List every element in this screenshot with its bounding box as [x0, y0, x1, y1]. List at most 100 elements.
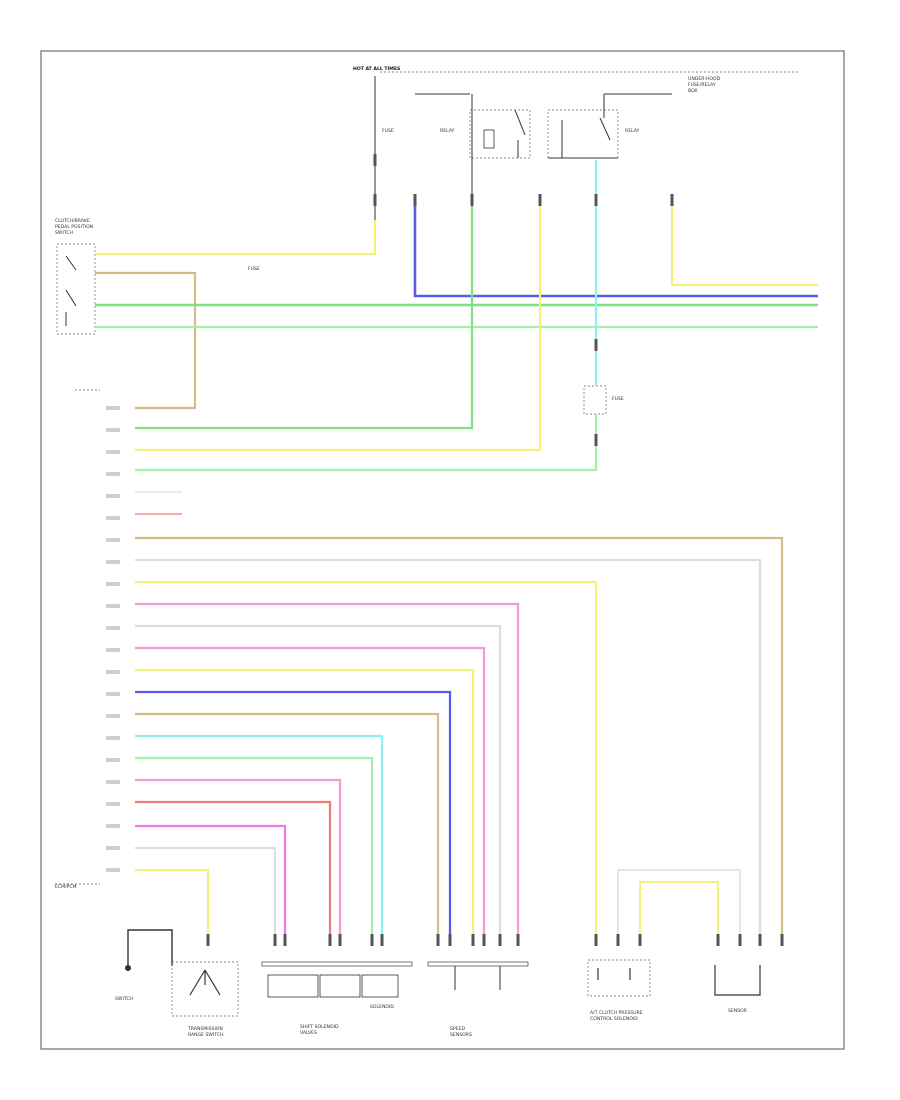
terminal-id	[106, 406, 120, 410]
sensor-7: SENSOR	[714, 965, 761, 1014]
svg-text:CONTROL SOLENOID: CONTROL SOLENOID	[590, 1016, 638, 1022]
connector-pin-top	[373, 154, 377, 166]
wire-11	[135, 536, 784, 940]
connector-pin-bottom	[716, 934, 720, 946]
wire-group	[95, 154, 818, 946]
wire-23	[135, 800, 332, 940]
terminal-id	[106, 736, 120, 740]
connector-pin-bottom	[516, 934, 520, 946]
svg-text:SOLENOID: SOLENOID	[370, 1004, 394, 1010]
terminal-id	[106, 472, 120, 476]
terminal-id	[106, 516, 120, 520]
wire-21	[135, 756, 374, 940]
connector-pin-bottom	[328, 934, 332, 946]
connector-pin-bottom	[738, 934, 742, 946]
connector-pin-bottom	[780, 934, 784, 946]
sensor-3: SHIFT SOLENOID VALVES	[261, 961, 413, 1036]
wire-25	[135, 846, 277, 940]
wire-1	[95, 220, 377, 256]
terminal-id	[106, 714, 120, 718]
ecm-label: ECM/PCM	[55, 884, 77, 890]
connector-pin-top	[538, 194, 542, 206]
wire-24	[135, 824, 287, 940]
svg-text:SENSORS: SENSORS	[450, 1032, 472, 1038]
fuse-label-top: FUSE	[382, 128, 394, 134]
connector-pin-top	[373, 194, 377, 206]
connector-pin-bottom	[283, 934, 287, 946]
wire-2	[95, 271, 197, 410]
svg-text:VALVES: VALVES	[300, 1030, 317, 1036]
terminal-id	[106, 626, 120, 630]
connector-pin-bottom	[471, 934, 475, 946]
wire-22	[135, 778, 342, 940]
wire-10	[135, 414, 598, 472]
wire-26	[135, 868, 210, 940]
connector-pin-top	[413, 194, 417, 206]
connector-pin-bottom	[338, 934, 342, 946]
connector-pin-bottom	[448, 934, 452, 946]
svg-text:RANGE SWITCH: RANGE SWITCH	[188, 1032, 224, 1038]
svg-text:SWITCH: SWITCH	[115, 996, 133, 1002]
svg-text:FUSE: FUSE	[612, 396, 624, 402]
connector-pin-bottom	[498, 934, 502, 946]
svg-text:CLUTCH/BRAKE: CLUTCH/BRAKE	[55, 218, 90, 224]
connector-pin-bottom	[273, 934, 277, 946]
connector-pin-bottom	[380, 934, 384, 946]
wire-12	[135, 558, 762, 940]
wire-17	[135, 668, 475, 940]
svg-text:SENSOR: SENSOR	[728, 1008, 748, 1014]
terminal-id	[106, 582, 120, 586]
wire-19	[135, 712, 440, 940]
connector-pin-bottom	[482, 934, 486, 946]
terminal-id	[106, 780, 120, 784]
connector-pin-top	[670, 194, 674, 206]
diagram-frame	[40, 50, 845, 1050]
brake-switch: CLUTCH/BRAKE PEDAL POSITION SWITCH	[55, 218, 96, 335]
wire-18	[135, 690, 452, 940]
connector-pin-bottom	[370, 934, 374, 946]
connector-pin-bottom	[436, 934, 440, 946]
svg-text:A/T CLUTCH PRESSURE: A/T CLUTCH PRESSURE	[590, 1010, 643, 1016]
svg-text:TRANSMISSION: TRANSMISSION	[187, 1026, 223, 1032]
wire-8	[135, 195, 542, 452]
wire-29	[617, 869, 741, 940]
wire-4	[670, 195, 818, 287]
connector-pin-bottom	[206, 934, 210, 946]
top-source-label: HOT AT ALL TIMES	[353, 66, 400, 72]
wire-30	[639, 881, 719, 940]
svg-text:SPEED: SPEED	[450, 1026, 465, 1032]
relay-right: RELAY	[547, 94, 640, 159]
connector-pin-top	[594, 434, 598, 446]
wire-15	[135, 624, 502, 940]
under-hood-line-1: UNDER-HOOD	[688, 76, 721, 82]
terminal-id	[106, 648, 120, 652]
connector-pin-top	[594, 194, 598, 206]
terminal-id	[106, 758, 120, 762]
terminal-id	[106, 428, 120, 432]
under-hood-line-3: BOX	[688, 88, 698, 94]
terminal-id	[106, 538, 120, 542]
wire-7	[135, 195, 474, 430]
inline-fuse: FUSE	[583, 385, 624, 415]
fuse-label-mid: FUSE	[248, 266, 260, 272]
sensor-4: SOLENOID	[370, 1004, 394, 1010]
sensor-6: A/T CLUTCH PRESSURE CONTROL SOLENOID	[587, 959, 651, 1022]
sensor-1: SWITCH	[115, 929, 173, 1002]
wire-20	[135, 734, 384, 940]
connector-pin-bottom	[758, 934, 762, 946]
terminal-id	[106, 670, 120, 674]
sensor-5: SPEED SENSORS	[427, 961, 529, 1038]
under-hood-line-2: FUSE/RELAY	[688, 82, 716, 88]
terminal-id	[106, 494, 120, 498]
terminal-id	[106, 846, 120, 850]
terminal-id	[106, 802, 120, 806]
terminal-id	[106, 560, 120, 564]
svg-text:RELAY: RELAY	[440, 128, 455, 134]
relay-left: RELAY	[440, 94, 531, 200]
connector-pin-bottom	[616, 934, 620, 946]
connector-pin-bottom	[594, 934, 598, 946]
terminal-id	[106, 692, 120, 696]
svg-text:RELAY: RELAY	[625, 128, 640, 134]
wire-16	[135, 646, 486, 940]
